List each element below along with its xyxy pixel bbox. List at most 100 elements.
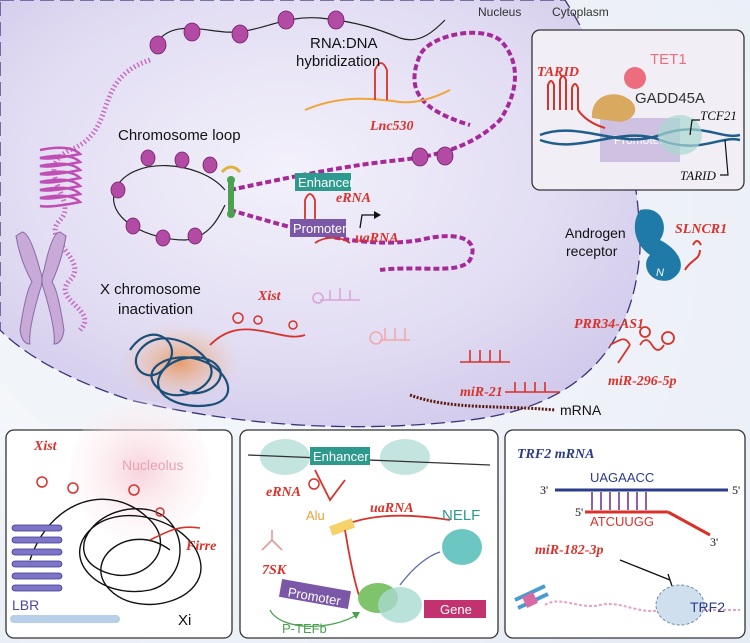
panel-uarna-label: uaRNA bbox=[370, 501, 414, 516]
receptor-label: receptor bbox=[566, 243, 618, 259]
mrna-strand bbox=[409, 393, 556, 412]
androgen-label: Androgen bbox=[565, 225, 626, 241]
seq-bottom: ATCUUGG bbox=[590, 514, 654, 529]
alu-element bbox=[329, 518, 355, 536]
mir296-label: miR-296-5p bbox=[608, 374, 676, 389]
panel-gene-box bbox=[424, 600, 486, 618]
three-prime-left: 3' bbox=[540, 483, 548, 497]
trf2-mrna-title: TRF2 mRNA bbox=[517, 447, 594, 462]
dna-helix-lower bbox=[229, 208, 475, 272]
chromosome-loop-label: Chromosome loop bbox=[118, 127, 241, 144]
nucleosomes-top bbox=[149, 10, 345, 55]
mediator-right bbox=[380, 439, 430, 475]
cytoplasm-label: Cytoplasm bbox=[552, 5, 609, 19]
panel-enhancer: Enhancer eRNA uaRNA Alu 7SK Promoter Gen… bbox=[239, 429, 499, 639]
mirna-tail bbox=[667, 510, 711, 537]
lnc530-hairpin bbox=[374, 62, 388, 100]
nelf-arrow bbox=[399, 551, 441, 586]
faded-hairpin-2 bbox=[380, 328, 410, 341]
ptefb-label: P-TEFb bbox=[282, 621, 327, 636]
nucleolus bbox=[70, 400, 210, 540]
prr34-label: PRR34-AS1 bbox=[574, 317, 644, 332]
lnc530-label: Lnc530 bbox=[369, 119, 414, 134]
lnc530-rna bbox=[304, 89, 451, 111]
gadd45a-protein bbox=[591, 94, 636, 122]
tarid-inset: Promoter TET1 GADD45A TARID TCF21 TARID bbox=[531, 29, 745, 191]
x-chromosome-icon bbox=[15, 231, 67, 345]
panel-promoter-box bbox=[278, 579, 352, 609]
xi-xist-label: Xist bbox=[33, 439, 58, 454]
ptefb-arrow bbox=[269, 609, 359, 627]
panel-rna-stem bbox=[344, 529, 361, 599]
nucleosomes-helix bbox=[411, 146, 454, 167]
chromatin-fiber-top bbox=[154, 17, 446, 46]
x-inactivation-label-2: inactivation bbox=[118, 301, 193, 318]
tarid-polymerase bbox=[658, 115, 702, 155]
three-prime-right: 3' bbox=[710, 535, 718, 549]
trf2-protein bbox=[655, 584, 705, 626]
panel-enhancer-box bbox=[310, 447, 370, 465]
trf2-label: TRF2 bbox=[690, 599, 725, 615]
mir182-label: miR-182-3p bbox=[535, 543, 603, 558]
rna-dna-label-1: RNA:DNA bbox=[310, 35, 378, 52]
telomere-chromosome-icon bbox=[514, 584, 549, 610]
mir21-duplex bbox=[505, 382, 560, 393]
chromatin-spring bbox=[39, 146, 83, 208]
faded-hairpin-1 bbox=[320, 288, 360, 301]
sevensk-rna bbox=[261, 530, 283, 551]
xist-label: Xist bbox=[257, 289, 282, 304]
tarid-rna-tail bbox=[577, 109, 606, 129]
erna-label: eRNA bbox=[336, 191, 371, 206]
gadd45a-label: GADD45A bbox=[635, 90, 705, 107]
enhancer-label: Enhancer bbox=[298, 175, 354, 190]
slncr1-rna bbox=[684, 240, 702, 271]
tcf21-arrow bbox=[689, 119, 700, 136]
loop-anchor-cohesin bbox=[220, 165, 242, 218]
uarna-rna bbox=[314, 236, 351, 244]
panel-erna-label: eRNA bbox=[266, 485, 301, 500]
rna-dna-label-2: hybridization bbox=[296, 53, 380, 70]
tarid-arrow bbox=[720, 139, 729, 176]
nucleus-label: Nucleus bbox=[478, 5, 521, 19]
tarid-label: TARID bbox=[537, 65, 579, 80]
seq-top: UAGAACC bbox=[590, 470, 654, 485]
pol2-teal bbox=[378, 587, 422, 623]
firre-rna bbox=[149, 526, 201, 541]
tcf21-label: TCF21 bbox=[700, 108, 737, 123]
xi-xist-hairpins bbox=[36, 476, 165, 517]
receptor-n-label: N bbox=[656, 267, 664, 279]
promoter-box bbox=[290, 219, 346, 237]
telomere-dna bbox=[544, 600, 740, 612]
chromatin-coil bbox=[51, 57, 151, 332]
enhancer-box bbox=[295, 173, 351, 191]
mir21-label: miR-21 bbox=[460, 385, 503, 400]
promoter-label: Promoter bbox=[293, 221, 347, 236]
erna-hairpin bbox=[304, 193, 316, 230]
tarid-rna-hairpin bbox=[547, 75, 579, 110]
xist-rna bbox=[209, 328, 306, 346]
five-prime-right: 5' bbox=[732, 483, 740, 497]
nucleolus-label: Nucleolus bbox=[122, 457, 183, 473]
xist-glow bbox=[120, 323, 240, 403]
tet1-protein bbox=[624, 67, 646, 89]
nucleosomes-loop bbox=[110, 149, 218, 247]
panel-enhancer-label: Enhancer bbox=[313, 449, 369, 464]
prr34-rna bbox=[609, 338, 665, 364]
androgen-receptor-protein bbox=[634, 209, 681, 281]
five-prime-left: 5' bbox=[575, 505, 583, 519]
firre-label: Firre bbox=[185, 539, 216, 554]
base-pairs bbox=[591, 492, 647, 510]
xi-chromatin bbox=[29, 498, 202, 606]
inhibition-arrow bbox=[619, 559, 673, 587]
sevensk-label: 7SK bbox=[262, 563, 288, 578]
slncr1-label: SLNCR1 bbox=[675, 222, 727, 237]
tss-arrow bbox=[359, 214, 378, 229]
dna-helix-main bbox=[229, 30, 517, 192]
nuclear-lamina bbox=[10, 615, 120, 623]
uarna-label: uaRNA bbox=[355, 231, 399, 246]
xist-hairpins bbox=[232, 312, 298, 330]
mir21-precursor bbox=[460, 350, 510, 363]
lbr-transmembrane bbox=[11, 524, 63, 592]
